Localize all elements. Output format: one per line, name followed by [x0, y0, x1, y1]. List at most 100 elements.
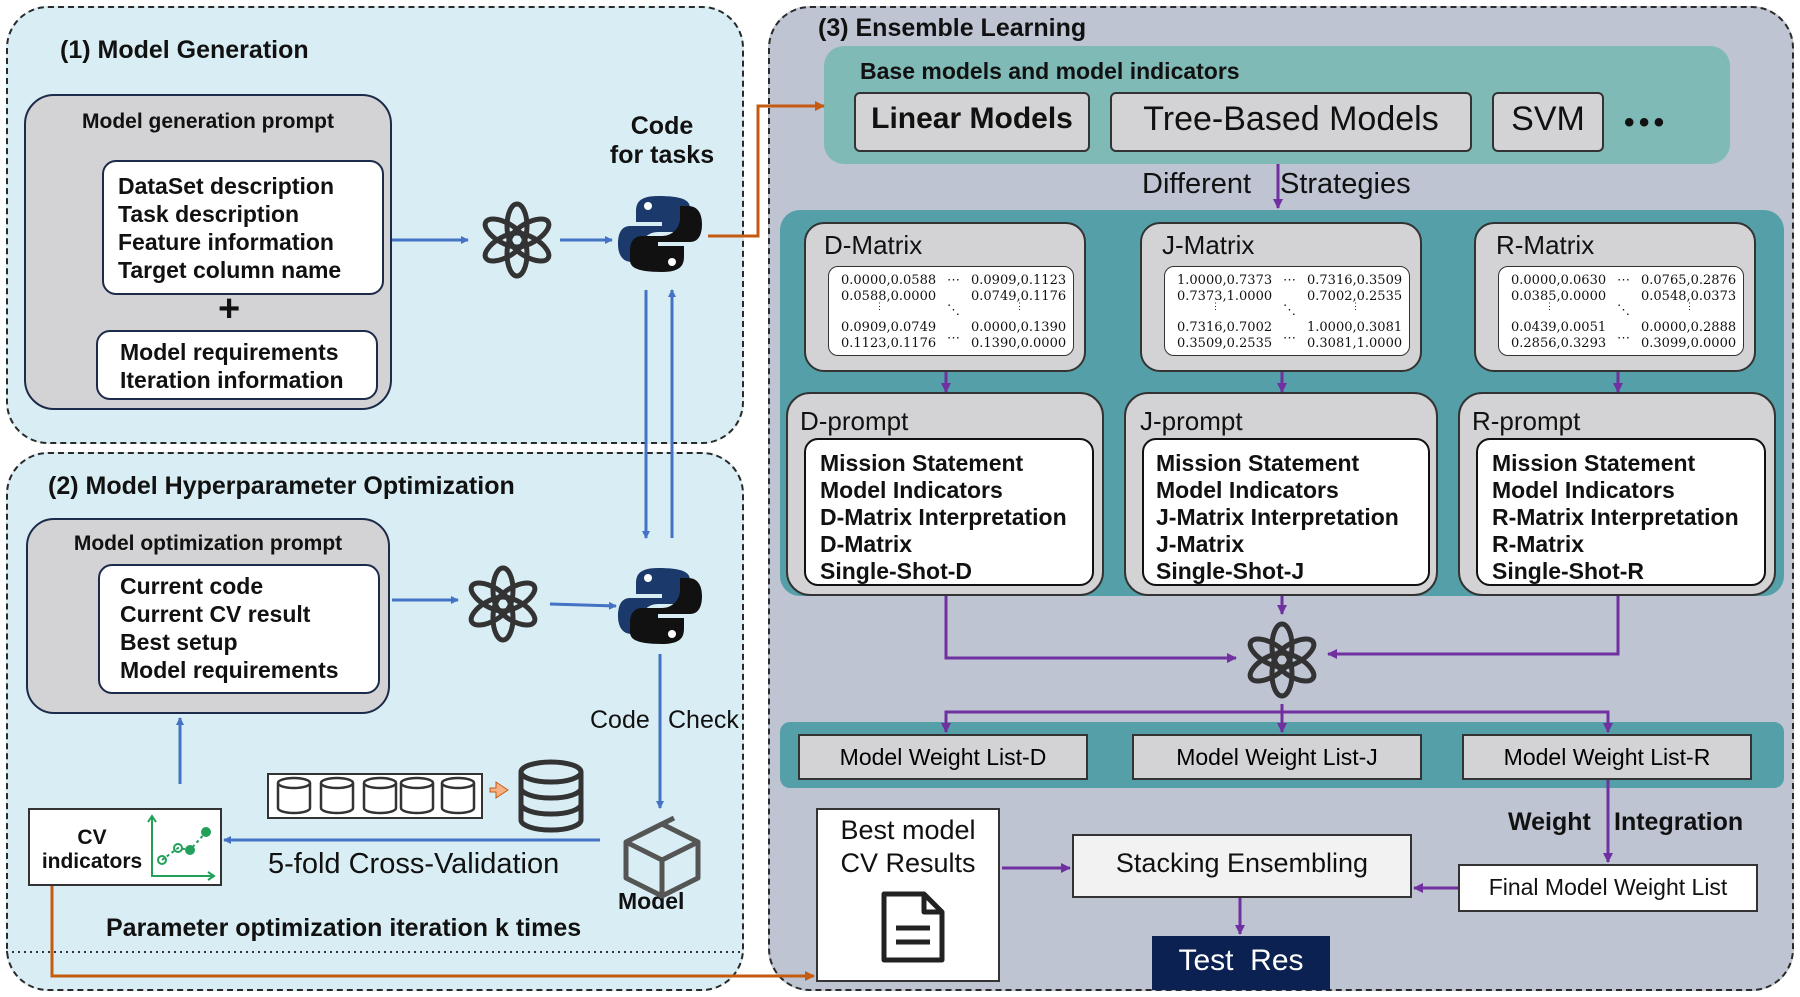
matrix-cell: 0.7316,0.3509: [1307, 273, 1403, 288]
j-prompt-title: J-prompt: [1140, 406, 1243, 436]
weight-integration-label-weight: Weight: [1508, 808, 1591, 836]
task-info-lines: DataSet description Task description Fea…: [118, 172, 341, 284]
matrix-hdots: ⋯: [947, 273, 960, 288]
base-models-title: Base models and model indicators: [860, 58, 1240, 84]
code-check-label-check: Check: [668, 706, 739, 734]
requirements-lines: Model requirements Iteration information: [120, 338, 344, 394]
matrix-vdots: ⋮: [1351, 302, 1360, 312]
section1-title: (1) Model Generation: [60, 36, 309, 64]
cv-label-line: indicators: [41, 850, 143, 873]
requirement-line: Iteration information: [120, 367, 344, 393]
optimization-info-lines: Current code Current CV result Best setu…: [120, 572, 339, 684]
prompt-line: Target column name: [118, 257, 342, 283]
r-prompt-title: R-prompt: [1472, 406, 1581, 436]
optimization-line: Current code: [120, 573, 264, 599]
cross-validation-label: 5-fold Cross-Validation: [268, 848, 560, 880]
d-prompt-line: Model Indicators: [820, 477, 1003, 503]
matrix-ddots: ⋱: [1283, 303, 1296, 318]
section3-title: (3) Ensemble Learning: [818, 14, 1087, 42]
matrix-vdots: ⋮: [1015, 302, 1024, 312]
prompt-line: Task description: [118, 201, 300, 227]
j-prompt-line: J-Matrix Interpretation: [1156, 504, 1399, 530]
prompt-line: DataSet description: [118, 173, 334, 199]
strategies-label-different: Different: [1142, 168, 1252, 200]
matrix-cell: 0.0749,0.1176: [971, 289, 1067, 304]
d-prompt-line: D-Matrix: [820, 531, 913, 557]
matrix-cell: 0.1390,0.0000: [971, 336, 1067, 351]
d-matrix-values: 0.0000,0.0588 0.0588,0.0000 ⋮ 0.0909,0.0…: [828, 266, 1074, 356]
d-prompt-line: Mission Statement: [820, 450, 1024, 476]
code-check-label-code: Code: [590, 706, 650, 734]
matrix-vdots: ⋮: [1211, 302, 1220, 312]
code-label-line: Code: [630, 112, 694, 140]
optimization-line: Current CV result: [120, 601, 311, 627]
r-prompt-line: Single-Shot-R: [1492, 558, 1645, 584]
matrix-cell: 0.7002,0.2535: [1307, 289, 1403, 304]
matrix-ddots: ⋱: [947, 303, 960, 318]
requirements-box: [96, 330, 378, 400]
stacking-box: [1072, 834, 1412, 898]
prompt-line: Feature information: [118, 229, 334, 255]
r-prompt-line: R-Matrix: [1492, 531, 1585, 557]
base-model-tree: [1110, 92, 1472, 152]
matrix-cell: 1.0000,0.3081: [1307, 320, 1403, 335]
optimization-line: Model requirements: [120, 657, 339, 683]
d-prompt-content: [804, 438, 1094, 586]
matrix-cell: 0.0909,0.0749: [841, 320, 937, 335]
j-matrix-title: J-Matrix: [1162, 230, 1255, 260]
task-info-box: [102, 160, 384, 295]
matrix-cell: 0.0000,0.0588: [841, 273, 937, 288]
stacking-label: Stacking Ensembling: [1115, 848, 1369, 878]
test-res-label: Test Res: [1178, 944, 1304, 977]
matrix-cell: 0.0765,0.2876: [1641, 273, 1737, 288]
test-res-box: [1152, 936, 1330, 990]
matrix-vdots: ⋮: [875, 302, 884, 312]
j-prompt-line: Single-Shot-J: [1156, 558, 1305, 584]
j-prompt-line: Mission Statement: [1156, 450, 1360, 476]
matrix-hdots: ⋯: [1617, 273, 1630, 288]
r-prompt-line: R-Matrix Interpretation: [1492, 504, 1739, 530]
r-prompt-line: Mission Statement: [1492, 450, 1696, 476]
j-matrix-values: 1.0000,0.7373 0.7373,1.0000 ⋮ 0.7316,0.7…: [1164, 266, 1410, 356]
base-model-svm: [1492, 92, 1604, 152]
best-model-line: Best model: [840, 815, 976, 845]
matrix-hdots: ⋯: [947, 331, 960, 346]
final-weight-label: Final Model Weight List: [1488, 874, 1728, 900]
matrix-cell: 0.0000,0.1390: [971, 320, 1067, 335]
matrix-cell: 0.0000,0.2888: [1641, 320, 1737, 335]
j-prompt-line: J-Matrix: [1156, 531, 1245, 557]
final-weight-box: [1458, 864, 1758, 912]
cv-label-line: CV: [77, 826, 107, 849]
r-matrix-title: R-Matrix: [1496, 230, 1595, 260]
matrix-cell: 0.0909,0.1123: [971, 273, 1067, 288]
model-generation-prompt-title: Model generation prompt: [82, 110, 334, 133]
base-model-linear-label: Linear Models: [871, 102, 1073, 135]
matrix-cell: 0.3099,0.0000: [1641, 336, 1737, 351]
best-model-label: Best model CV Results: [816, 814, 1000, 880]
iteration-label: Parameter optimization iteration k times: [106, 914, 582, 942]
matrix-cell: 0.2856,0.3293: [1511, 336, 1607, 351]
d-prompt-line: Single-Shot-D: [820, 558, 973, 584]
optimization-info-box: [98, 564, 380, 694]
j-prompt-lines: Mission Statement Model Indicators J-Mat…: [1156, 450, 1399, 585]
best-model-line: CV Results: [840, 848, 976, 878]
matrix-hdots: ⋯: [1283, 331, 1296, 346]
d-prompt-line: D-Matrix Interpretation: [820, 504, 1067, 530]
r-prompt-content: [1476, 438, 1766, 586]
d-matrix-title: D-Matrix: [824, 230, 923, 260]
d-prompt-title: D-prompt: [800, 406, 909, 436]
matrix-vdots: ⋮: [1545, 302, 1554, 312]
section2-title: (2) Model Hyperparameter Optimization: [48, 472, 515, 500]
matrix-hdots: ⋯: [1617, 331, 1630, 346]
requirement-line: Model requirements: [120, 339, 339, 365]
optimization-line: Best setup: [120, 629, 238, 655]
base-model-tree-label: Tree-Based Models: [1143, 100, 1439, 138]
matrix-cell: 0.7373,1.0000: [1177, 289, 1273, 304]
matrix-cell: 0.1123,0.1176: [841, 336, 937, 351]
matrix-cell: 0.0439,0.0051: [1511, 320, 1607, 335]
more-models-ellipsis: • • •: [1624, 106, 1664, 139]
weight-list-d: Model Weight List-D: [798, 734, 1088, 780]
plus-sign: +: [218, 288, 241, 330]
matrix-ddots: ⋱: [1617, 303, 1630, 318]
